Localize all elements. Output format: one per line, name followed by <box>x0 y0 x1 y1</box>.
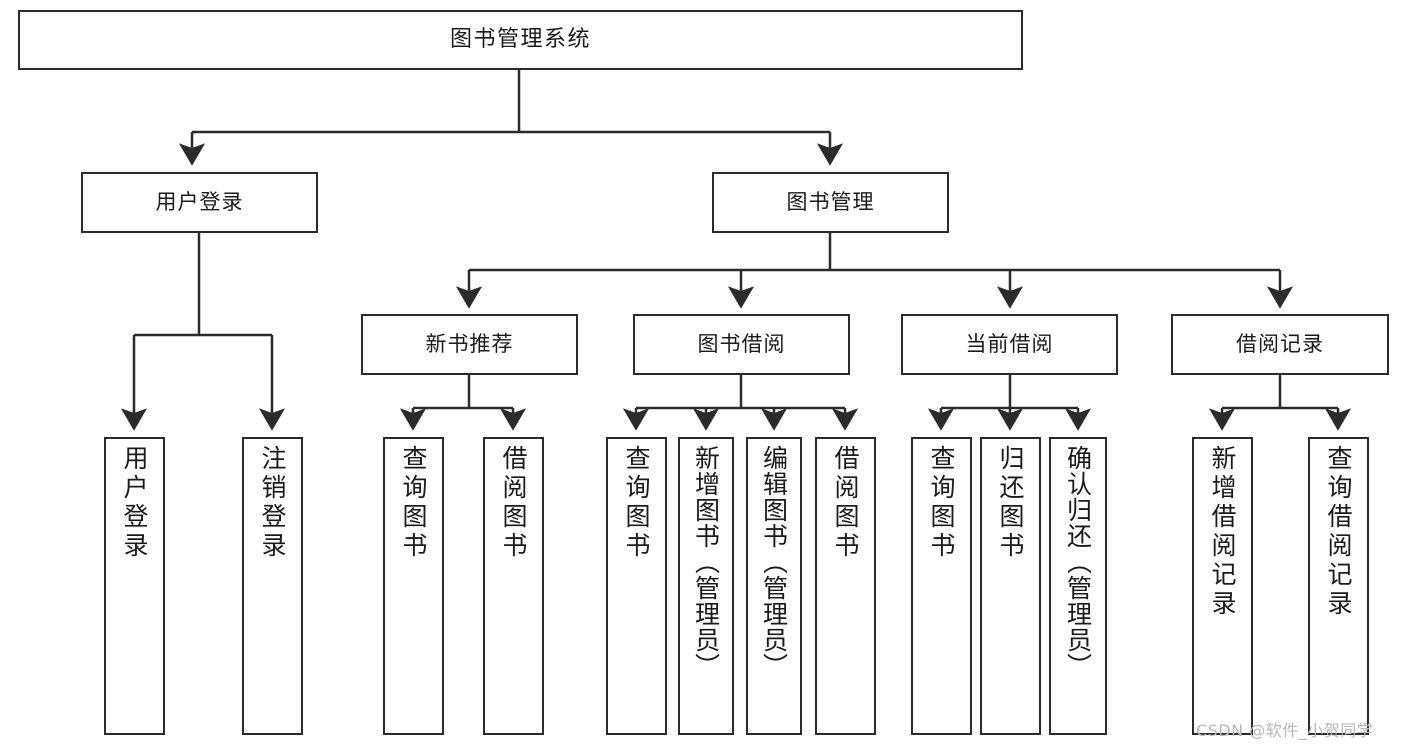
leaf-user-login-signin[interactable]: 用户登录 <box>104 437 165 735</box>
node-label: 查询图书 <box>399 445 428 561</box>
leaf-borrow-query-book[interactable]: 查询图书 <box>606 437 667 735</box>
leaf-recommend-borrow-book[interactable]: 借阅图书 <box>483 437 544 735</box>
node-borrow-record[interactable]: 借阅记录 <box>1171 314 1389 375</box>
node-label: 新增借阅记录 <box>1208 445 1237 619</box>
node-label: 借阅图书 <box>831 445 860 561</box>
node-new-book-recommend[interactable]: 新书推荐 <box>361 314 578 375</box>
node-label: 查询借阅记录 <box>1324 445 1353 619</box>
node-label: 新增图书（管理员） <box>691 445 721 679</box>
node-label: 归还图书 <box>996 445 1025 561</box>
node-label: 用户登录 <box>120 445 149 561</box>
node-label: 图书借阅 <box>697 331 786 356</box>
node-user-login[interactable]: 用户登录 <box>81 172 318 233</box>
node-label: 图书管理系统 <box>449 26 591 52</box>
leaf-current-query-book[interactable]: 查询图书 <box>911 437 972 735</box>
leaf-user-login-signout[interactable]: 注销登录 <box>242 437 303 735</box>
node-label: 借阅图书 <box>499 445 528 561</box>
leaf-borrow-borrow-book[interactable]: 借阅图书 <box>815 437 876 735</box>
leaf-borrow-add-book-admin[interactable]: 新增图书（管理员） <box>678 437 734 735</box>
node-label: 查询图书 <box>927 445 956 561</box>
node-current-borrow[interactable]: 当前借阅 <box>901 314 1118 375</box>
node-label: 编辑图书（管理员） <box>759 445 789 679</box>
leaf-current-return-book[interactable]: 归还图书 <box>980 437 1041 735</box>
leaf-record-query-record[interactable]: 查询借阅记录 <box>1308 437 1369 735</box>
node-label: 用户登录 <box>155 189 244 214</box>
node-label: 新书推荐 <box>425 331 514 356</box>
leaf-record-add-record[interactable]: 新增借阅记录 <box>1192 437 1253 735</box>
node-book-management[interactable]: 图书管理 <box>712 172 949 233</box>
leaf-recommend-query-book[interactable]: 查询图书 <box>383 437 444 735</box>
node-root-system[interactable]: 图书管理系统 <box>18 10 1023 70</box>
node-label: 当前借阅 <box>965 331 1054 356</box>
node-label: 图书管理 <box>786 189 875 214</box>
node-label: 确认归还（管理员） <box>1063 445 1093 679</box>
node-label: 查询图书 <box>622 445 651 561</box>
node-book-borrow[interactable]: 图书借阅 <box>633 314 850 375</box>
leaf-borrow-edit-book-admin[interactable]: 编辑图书（管理员） <box>746 437 802 735</box>
node-label: 借阅记录 <box>1236 331 1324 356</box>
node-label: 注销登录 <box>258 445 287 561</box>
leaf-current-confirm-return-admin[interactable]: 确认归还（管理员） <box>1049 437 1107 735</box>
